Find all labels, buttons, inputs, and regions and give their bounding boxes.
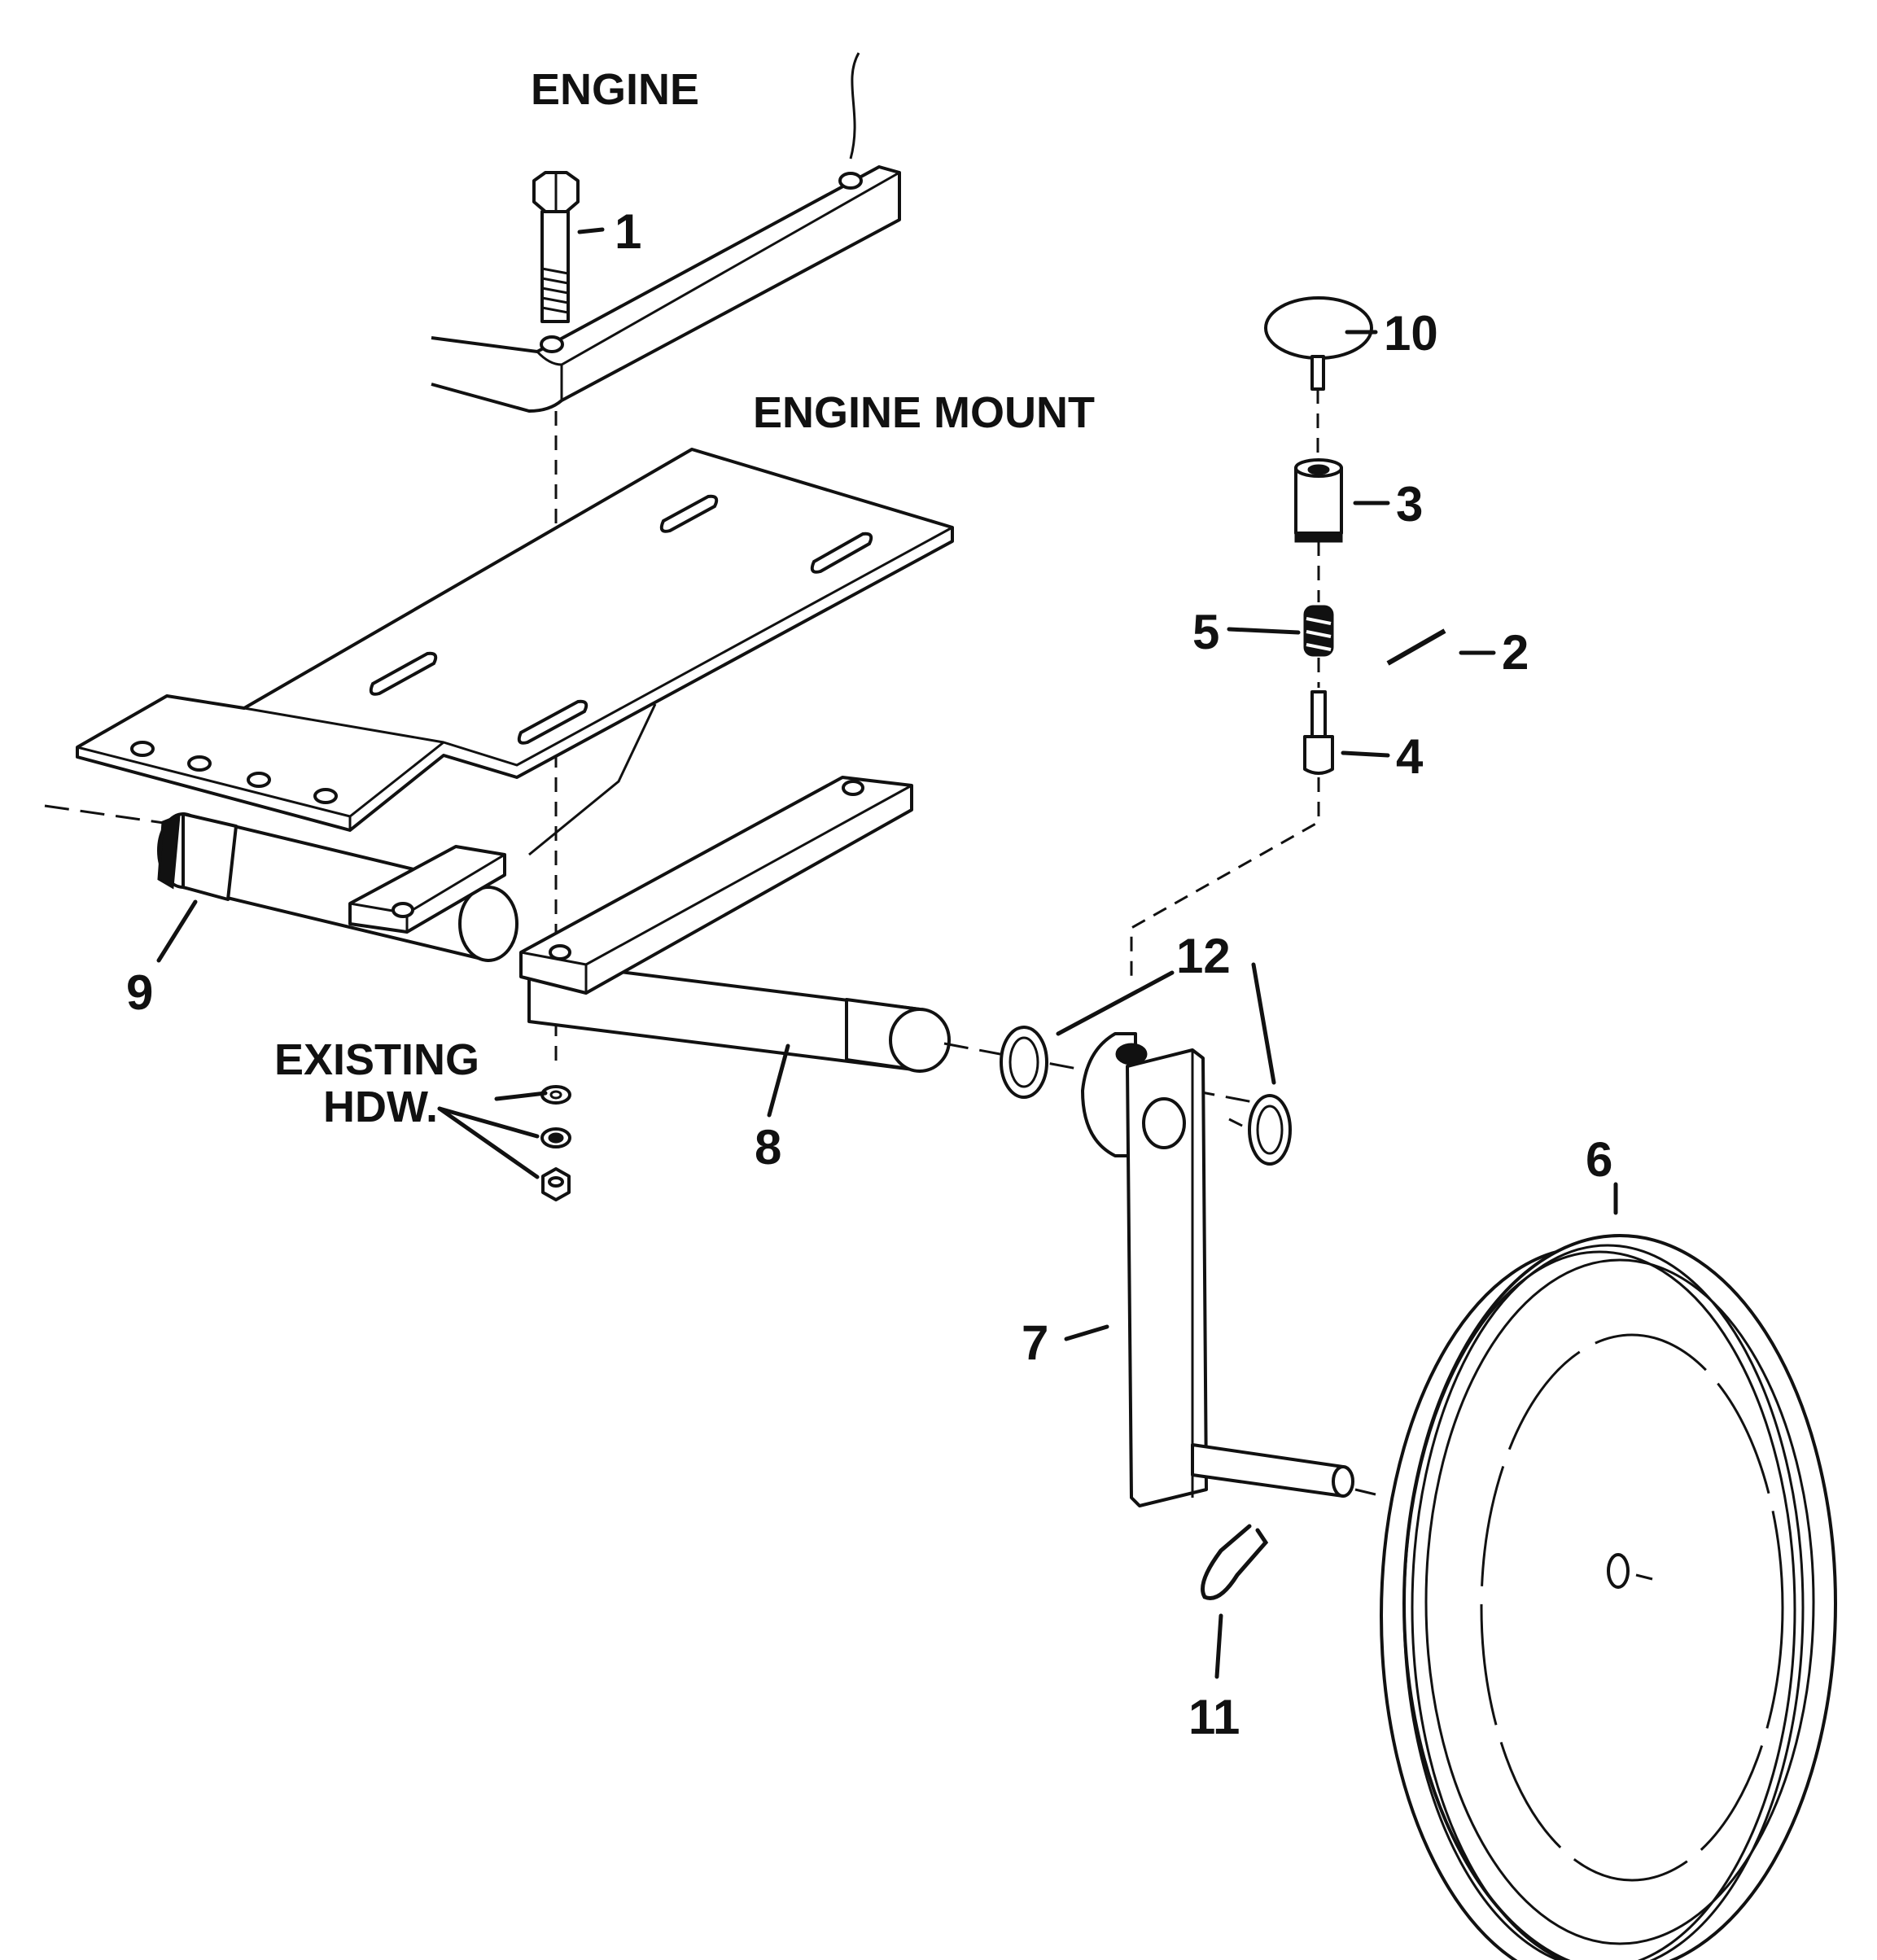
callout-6: 6 <box>1586 1132 1612 1187</box>
label-engine: ENGINE <box>531 65 699 114</box>
snap-rings <box>1000 1026 1292 1166</box>
knob <box>1264 296 1373 391</box>
plunger-pin <box>1303 690 1334 775</box>
callout-11: 11 <box>1188 1690 1240 1744</box>
hairpin-cotter <box>1201 1524 1269 1600</box>
callout-4: 4 <box>1396 729 1424 784</box>
callout-9: 9 <box>126 965 153 1020</box>
short-arm <box>348 845 506 934</box>
label-engine-mount: ENGINE MOUNT <box>753 388 1095 437</box>
callout-2: 2 <box>1502 625 1529 680</box>
roll-pin <box>1386 628 1446 666</box>
spring <box>1303 605 1334 657</box>
callout-3: 3 <box>1396 477 1423 532</box>
callout-10: 10 <box>1384 306 1438 361</box>
callout-12: 12 <box>1176 929 1231 983</box>
leader-lines <box>156 227 1618 1679</box>
hex-bolt <box>532 171 580 323</box>
engine-mount-plate <box>76 448 954 856</box>
existing-hardware <box>540 1085 571 1201</box>
label-existing-hdw-line1: EXISTING <box>274 1035 479 1084</box>
bushing <box>1294 458 1343 543</box>
callout-7: 7 <box>1022 1315 1048 1370</box>
callout-5: 5 <box>1192 605 1219 659</box>
swivel-bracket <box>1081 1032 1354 1507</box>
gauge-wheel <box>1380 1234 1837 1960</box>
callout-1: 1 <box>615 204 641 259</box>
engine-base <box>431 52 901 413</box>
callout-8: 8 <box>755 1120 781 1175</box>
long-arm <box>519 776 913 995</box>
label-existing-hdw-line2: HDW. <box>323 1083 438 1131</box>
cross-shaft <box>527 959 951 1073</box>
